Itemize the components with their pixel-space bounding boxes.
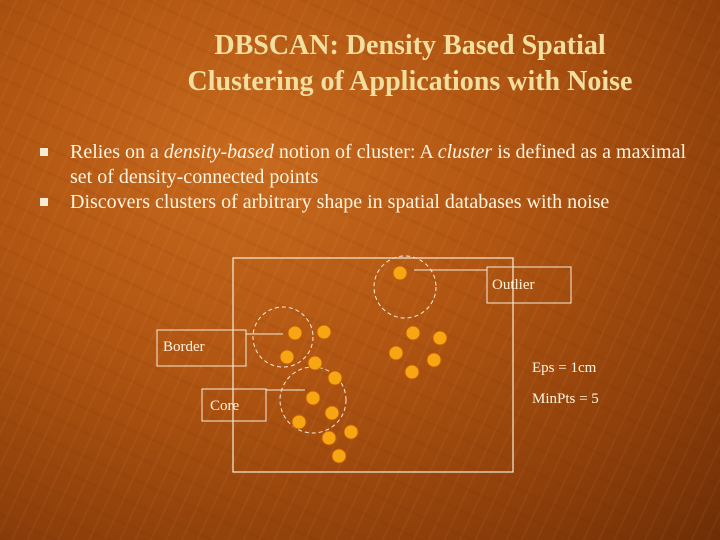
data-point: [321, 430, 337, 446]
data-point: [432, 330, 448, 346]
border-label: Border: [163, 339, 205, 355]
data-point: [316, 324, 332, 340]
bullet-1-text-b: notion of cluster: A: [273, 141, 438, 163]
bullet-1-emph-cluster: cluster: [437, 141, 493, 163]
data-point: [388, 345, 404, 361]
border-label-box: [156, 329, 247, 367]
border-eps-circle: [252, 306, 314, 368]
data-point: [343, 424, 359, 440]
data-point: [405, 325, 421, 341]
data-point: [307, 355, 323, 371]
bullet-square-icon: [40, 198, 48, 206]
border-point: [287, 325, 303, 341]
bullet-1-text-a: Relies on a: [70, 141, 164, 163]
data-point: [426, 352, 442, 368]
outlier-eps-circle: [373, 255, 437, 319]
core-point: [305, 390, 321, 406]
data-point: [331, 448, 347, 464]
outlier-point: [392, 265, 408, 281]
bullet-2-text: Discovers clusters of arbitrary shape in…: [70, 191, 610, 213]
bullet-item-1: Relies on a density-based notion of clus…: [40, 140, 690, 190]
outlier-label-box: [486, 266, 572, 304]
data-point: [327, 370, 343, 386]
minpts-label: MinPts = 5: [532, 391, 599, 407]
data-point: [291, 414, 307, 430]
bullet-1-text-c: is defined as a maximal set of density-c…: [70, 141, 687, 188]
title-line-1: DBSCAN: Density Based Spatial: [214, 30, 606, 61]
diagram-frame: [232, 257, 514, 473]
title-line-2: Clustering of Applications with Noise: [187, 66, 633, 97]
data-point: [324, 405, 340, 421]
bullet-item-2: Discovers clusters of arbitrary shape in…: [40, 190, 690, 215]
data-point: [404, 364, 420, 380]
outlier-label: Outlier: [492, 277, 535, 293]
data-point: [279, 349, 295, 365]
bullet-1-emph-density: density-based: [163, 141, 274, 163]
core-label-box: [201, 388, 267, 422]
bullet-list: Relies on a density-based notion of clus…: [40, 140, 690, 215]
eps-label: Eps = 1cm: [532, 360, 597, 376]
bullet-square-icon: [40, 148, 48, 156]
core-label: Core: [210, 398, 240, 414]
slide-title: DBSCAN: Density Based Spatial Clustering…: [90, 28, 720, 100]
